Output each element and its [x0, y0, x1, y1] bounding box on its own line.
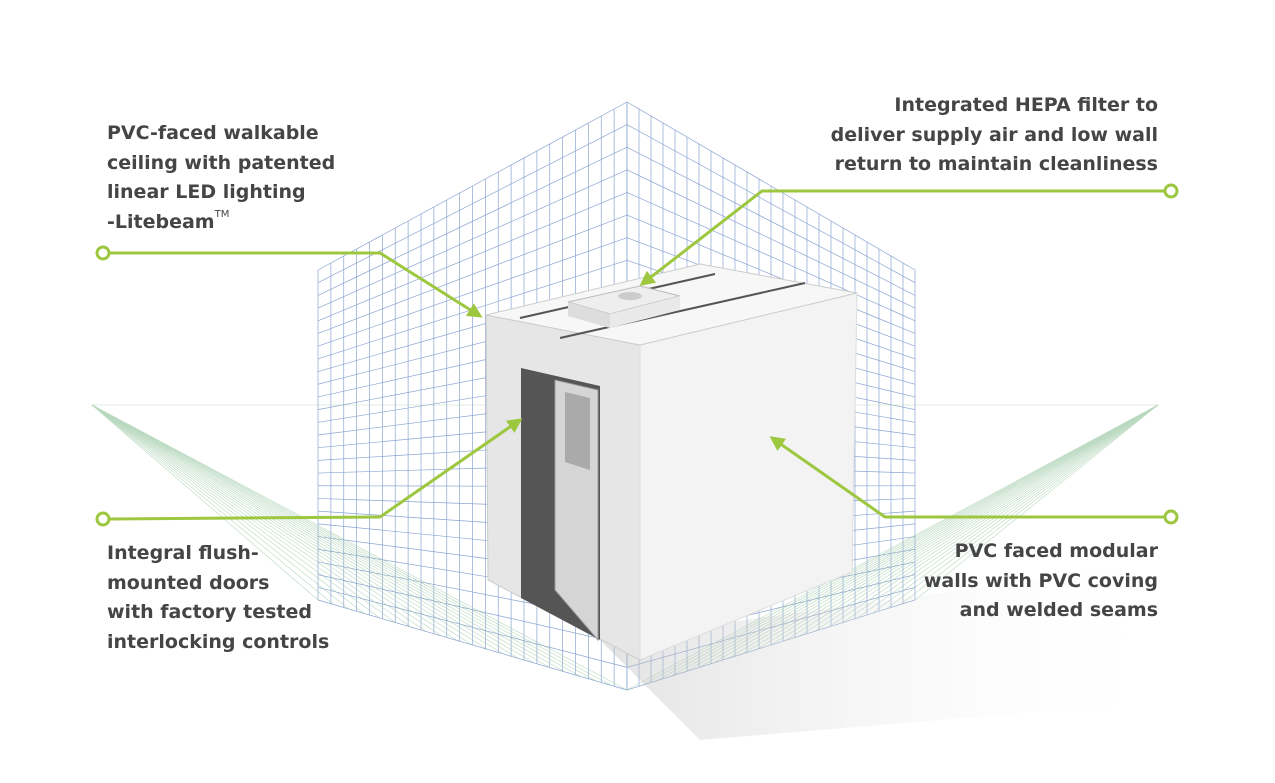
door-window [565, 392, 590, 470]
callout-dot-ceiling [95, 245, 111, 261]
callout-dot-walls [1163, 509, 1179, 525]
callout-lines [109, 189, 1164, 521]
cleanroom-box [485, 263, 858, 661]
callout-doors: Integral flush- mounted doors with facto… [107, 542, 330, 653]
callout-hepa: Integrated HEPA filter to deliver supply… [830, 94, 1158, 175]
callout-walls: PVC faced modular walls with PVC coving … [923, 540, 1158, 621]
floor-shadow [600, 560, 1180, 740]
callout-ceiling: PVC-faced walkable ceiling with patented… [107, 122, 336, 233]
callout-dot-doors [95, 511, 111, 527]
callout-dot-hepa [1163, 183, 1179, 199]
